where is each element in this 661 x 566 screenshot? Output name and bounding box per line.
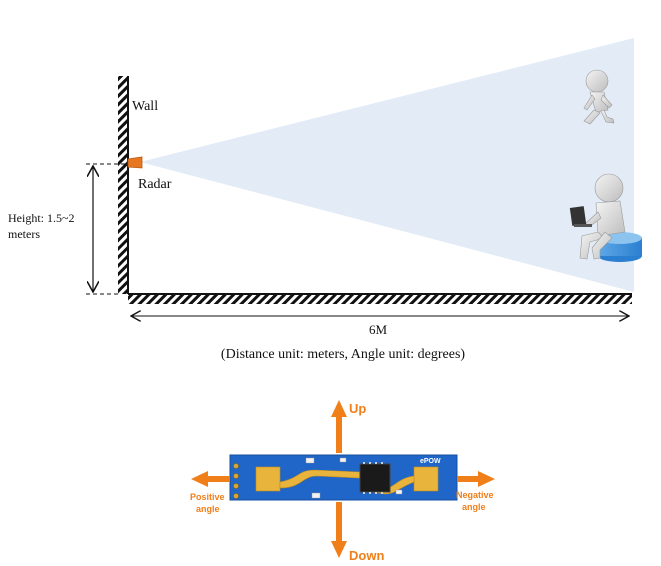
height-label: Height: 1.5~2 xyxy=(8,211,75,225)
wall-label: Wall xyxy=(132,99,158,114)
board-brand-label: ePOW xyxy=(420,458,441,465)
floor xyxy=(128,293,632,304)
seated-person-icon xyxy=(569,173,642,262)
up-label: Up xyxy=(349,401,366,416)
height-label-unit: meters xyxy=(8,227,40,241)
units-caption: (Distance unit: meters, Angle unit: degr… xyxy=(221,347,465,362)
up-arrow-icon xyxy=(331,400,347,453)
distance-label: 6M xyxy=(369,322,388,337)
negative-angle-label: Negative xyxy=(456,490,494,500)
down-arrow-icon xyxy=(331,502,347,558)
radar-module: ePOW xyxy=(229,454,458,501)
wall xyxy=(118,76,129,294)
radar-icon xyxy=(127,156,143,169)
negative-angle-label-2: angle xyxy=(462,502,486,512)
height-dimension xyxy=(86,163,128,295)
positive-angle-arrow-icon xyxy=(191,471,230,487)
walking-person-icon xyxy=(583,69,615,125)
positive-angle-label: Positive xyxy=(190,492,225,502)
radar-label: Radar xyxy=(138,177,172,192)
negative-angle-arrow-icon xyxy=(457,471,495,487)
positive-angle-label-2: angle xyxy=(196,504,220,514)
radar-beam xyxy=(140,38,634,292)
down-label: Down xyxy=(349,548,384,563)
